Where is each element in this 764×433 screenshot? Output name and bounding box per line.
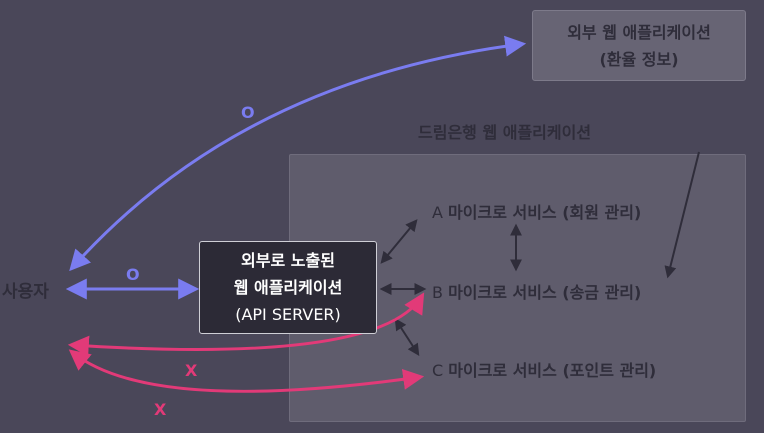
api-server-line1: 외부로 노출된: [241, 251, 335, 270]
external-web-app-line1: 외부 웹 애플리케이션: [567, 22, 711, 42]
api-server-box: 외부로 노출된 웹 애플리케이션 (API SERVER): [199, 241, 377, 334]
allowed-mark-api: O: [126, 265, 140, 284]
allowed-mark-external: O: [241, 103, 255, 122]
arrow-api-service-a: [380, 219, 418, 264]
service-b-name: 마이크로 서비스 (송금 관리): [448, 283, 642, 302]
external-web-app-box: 외부 웹 애플리케이션 (환율 정보): [532, 10, 746, 81]
service-c: C 마이크로 서비스 (포인트 관리): [432, 357, 656, 381]
service-a-letter: A: [432, 203, 443, 222]
denied-mark-service-c: X: [154, 400, 167, 419]
external-web-app-line2: (환율 정보): [599, 49, 679, 69]
service-a-name: 마이크로 서비스 (회원 관리): [448, 203, 642, 222]
arrow-external-service-b: [664, 151, 700, 279]
service-b-letter: B: [432, 283, 443, 302]
service-c-name: 마이크로 서비스 (포인트 관리): [448, 361, 657, 380]
api-server-line3: (API SERVER): [235, 305, 341, 324]
service-c-letter: C: [432, 361, 444, 380]
arrow-user-service-c: [68, 349, 425, 393]
user-label: 사용자: [2, 282, 49, 302]
api-server-line2: 웹 애플리케이션: [233, 278, 343, 297]
arrow-user-external: [69, 35, 527, 272]
arrow-api-service-c: [394, 317, 420, 357]
service-a: A 마이크로 서비스 (회원 관리): [432, 199, 641, 223]
arrow-user-service-b: [67, 292, 425, 357]
service-b: B 마이크로 서비스 (송금 관리): [432, 279, 641, 303]
denied-mark-service-b: X: [185, 361, 198, 380]
